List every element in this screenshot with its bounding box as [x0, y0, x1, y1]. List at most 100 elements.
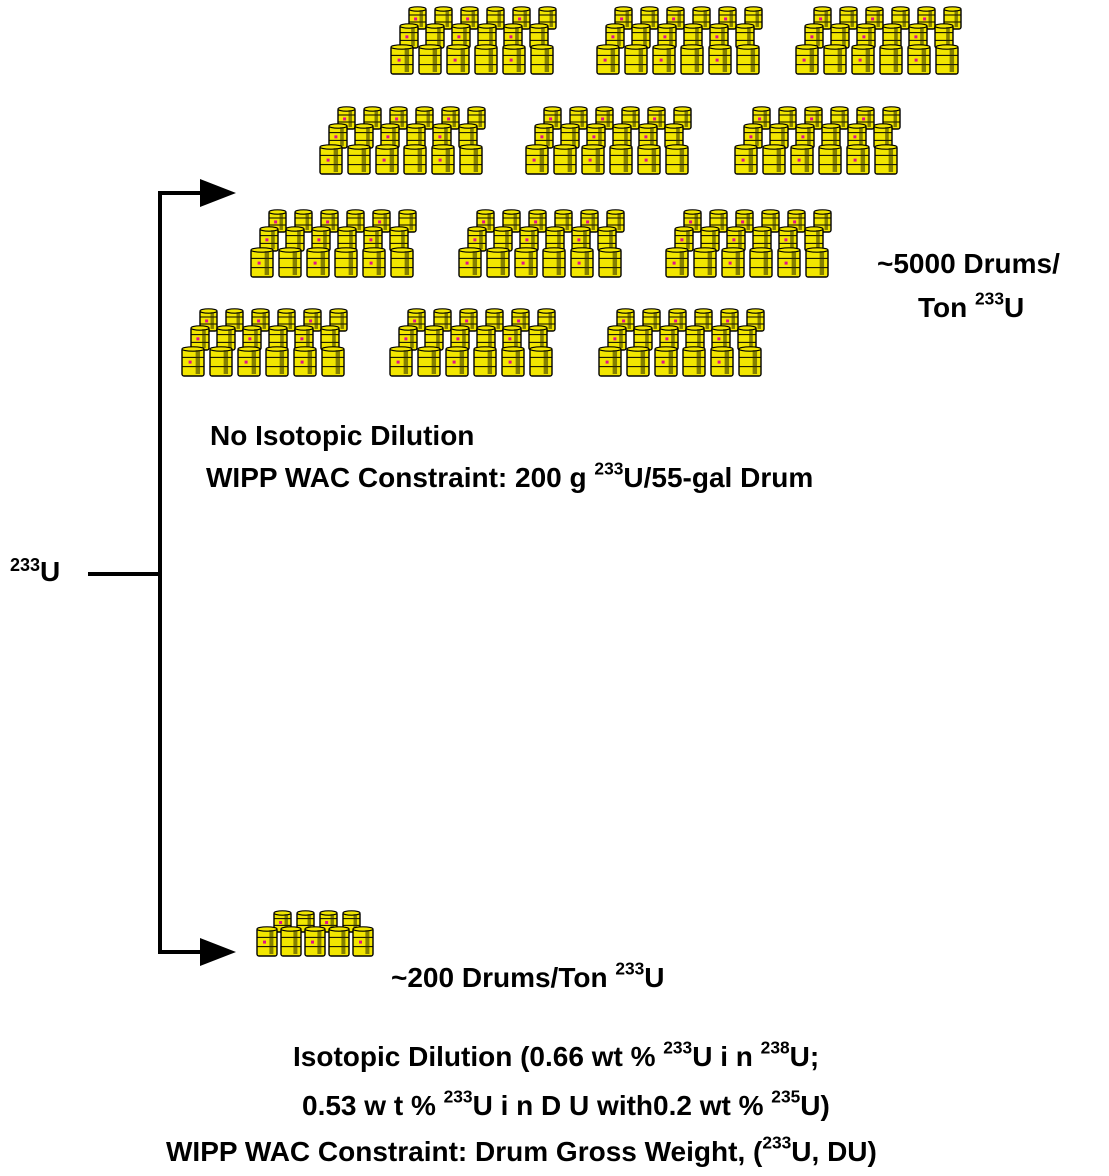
radioactive-drum-icon [795, 123, 815, 149]
radioactive-drum-icon [545, 226, 565, 252]
radioactive-drum-icon [514, 247, 538, 278]
radioactive-drum-icon [320, 325, 340, 351]
radioactive-drum-icon [354, 123, 374, 149]
radioactive-drum-icon [846, 144, 870, 175]
radioactive-drum-icon [473, 346, 497, 377]
radioactive-drum-icon [337, 226, 357, 252]
dilution-caption-line1: Isotopic Dilution (0.66 wt % 233U i n 23… [293, 1037, 820, 1072]
radioactive-drum-icon [216, 325, 236, 351]
dilution-caption-line2: 0.53 w t % 233U i n D U with0.2 wt % 235… [302, 1086, 830, 1121]
radioactive-drum-icon [346, 209, 365, 233]
radioactive-drum-icon [721, 247, 745, 278]
radioactive-drum-icon [612, 123, 632, 149]
radioactive-drum-icon [501, 346, 525, 377]
radioactive-drum-icon [530, 44, 554, 75]
radioactive-drum-icon [502, 209, 521, 233]
radioactive-drum-icon [432, 123, 452, 149]
top-count-label-line2: Ton 233U [918, 288, 1025, 323]
radioactive-drum-icon [626, 346, 650, 377]
radioactive-drum-icon [633, 325, 653, 351]
bottom-count-label: ~200 Drums/Ton 233U [391, 958, 665, 993]
radioactive-drum-icon [598, 346, 622, 377]
radioactive-drum-icon [711, 325, 731, 351]
radioactive-drum-icon [609, 144, 633, 175]
radioactive-drum-icon [389, 346, 413, 377]
radioactive-drum-icon [647, 106, 666, 130]
radioactive-drum-icon [597, 226, 617, 252]
radioactive-drum-icon [813, 209, 832, 233]
radioactive-drum-icon [250, 247, 274, 278]
radioactive-drum-icon [431, 144, 455, 175]
radioactive-drum-icon [319, 144, 343, 175]
radioactive-drum-icon [293, 346, 317, 377]
radioactive-drum-icon [874, 144, 898, 175]
radioactive-drum-icon [560, 123, 580, 149]
radioactive-drum-icon [237, 346, 261, 377]
radioactive-drum-icon [581, 144, 605, 175]
source-label: 233U [10, 555, 61, 587]
radioactive-drum-icon [334, 247, 358, 278]
radioactive-drum-icon [553, 144, 577, 175]
top-count-label: ~5000 Drums/ [877, 248, 1060, 279]
radioactive-drum-icon [277, 308, 296, 332]
radioactive-drum-icon [306, 247, 330, 278]
top-constraint-caption: WIPP WAC Constraint: 200 g 233U/55-gal D… [206, 458, 814, 493]
radioactive-drum-icon [879, 44, 903, 75]
radioactive-drum-icon [605, 23, 625, 49]
radioactive-drum-icon [821, 123, 841, 149]
radioactive-drum-icon [433, 308, 452, 332]
radioactive-drum-icon [459, 144, 483, 175]
radioactive-drum-icon [795, 44, 819, 75]
radioactive-drum-icon [408, 6, 427, 30]
radioactive-drum-icon [598, 247, 622, 278]
radioactive-drum-icon [637, 144, 661, 175]
bottom-constraint-caption: WIPP WAC Constraint: Drum Gross Weight, … [166, 1132, 877, 1167]
radioactive-drum-icon [542, 247, 566, 278]
radioactive-drum-icon [631, 23, 651, 49]
radioactive-drum-icon [737, 325, 757, 351]
radioactive-drum-icon [665, 247, 689, 278]
radioactive-drum-icon [265, 346, 289, 377]
radioactive-drum-icon [666, 6, 685, 30]
radioactive-drum-icon [256, 926, 278, 957]
radioactive-drum-icon [285, 226, 305, 252]
radioactive-drum-icon [624, 44, 648, 75]
radioactive-drum-icon [268, 325, 288, 351]
radioactive-drum-icon [851, 44, 875, 75]
radioactive-drum-icon [280, 926, 302, 957]
radioactive-drum-icon [571, 226, 591, 252]
radioactive-drum-icon [375, 144, 399, 175]
radioactive-drum-icon [746, 308, 765, 332]
radioactive-drum-icon [654, 346, 678, 377]
radioactive-drum-icon [529, 346, 553, 377]
radioactive-drum-icon [935, 44, 959, 75]
radioactive-drum-icon [908, 23, 928, 49]
radioactive-drum-icon [363, 106, 382, 130]
radioactive-drum-icon [321, 346, 345, 377]
radioactive-drum-icon [190, 325, 210, 351]
radioactive-drum-icon [528, 325, 548, 351]
radioactive-drum-icon [665, 144, 689, 175]
radioactive-drum-icon [486, 247, 510, 278]
radioactive-drum-icon [873, 123, 893, 149]
radioactive-drum-icon [749, 247, 773, 278]
radioactive-drum-icon [606, 209, 625, 233]
radioactive-drum-icon [534, 123, 554, 149]
radioactive-drum-icon [347, 144, 371, 175]
radioactive-drum-icon [847, 123, 867, 149]
radioactive-drum-icon [417, 346, 441, 377]
radioactive-drum-icon [596, 44, 620, 75]
radioactive-drum-icon [503, 23, 523, 49]
radioactive-drum-icon [710, 346, 734, 377]
radioactive-drum-icon [682, 346, 706, 377]
radioactive-drum-icon [586, 123, 606, 149]
radioactive-drum-icon [818, 144, 842, 175]
radioactive-drum-icon [790, 144, 814, 175]
radioactive-drum-icon [502, 44, 526, 75]
radioactive-drum-icon [390, 44, 414, 75]
radioactive-drum-icon [446, 44, 470, 75]
radioactive-drum-icon [777, 247, 801, 278]
